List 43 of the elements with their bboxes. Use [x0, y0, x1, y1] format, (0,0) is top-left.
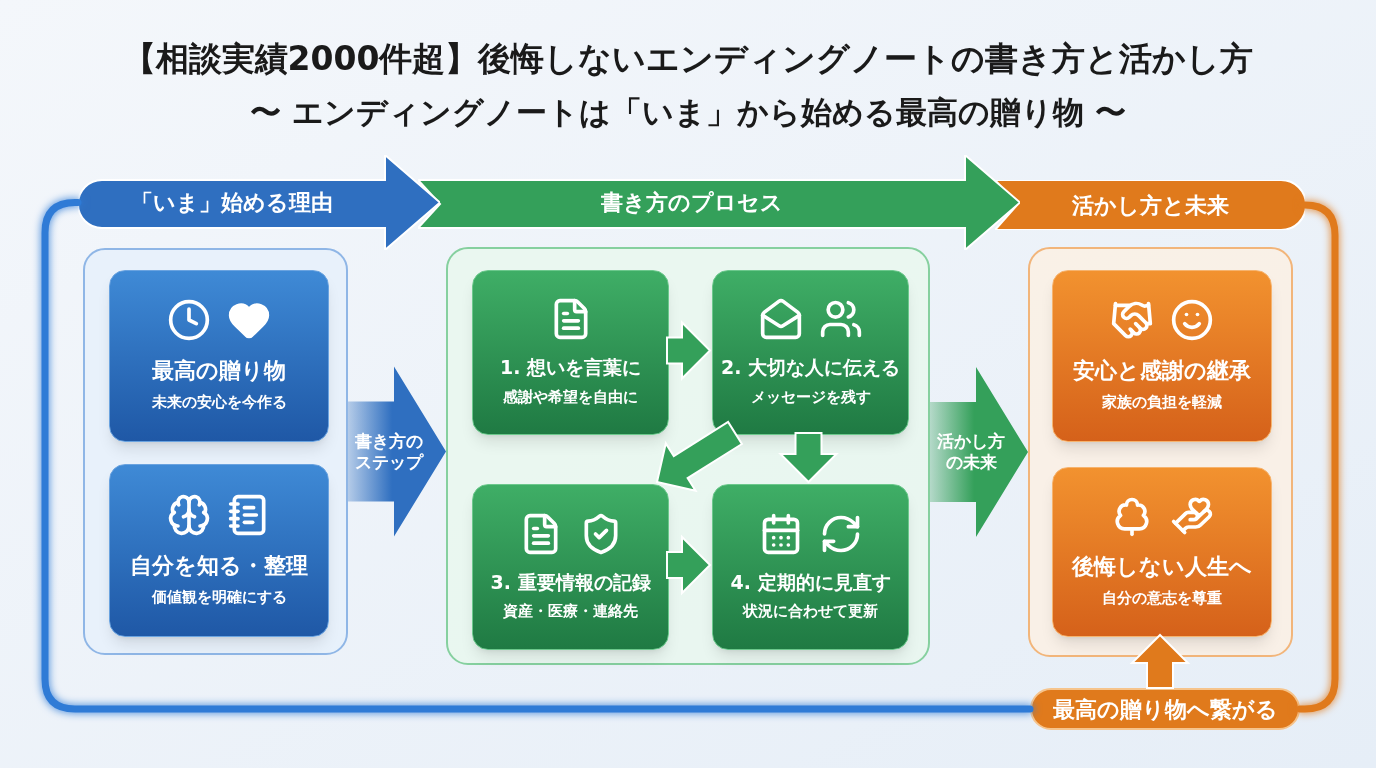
card-title: 2. 大切な人に伝える — [720, 355, 901, 380]
card-title: 1. 想いを言葉に — [499, 355, 642, 380]
arrow — [348, 366, 446, 537]
group-panel — [83, 248, 348, 655]
edge-label: 活かし方の未来 — [937, 430, 1005, 472]
card-title: 自分を知る・整理 — [130, 551, 308, 580]
card-subtitle: 感謝や希望を自由に — [503, 386, 638, 408]
group-panel — [446, 247, 930, 665]
arrow — [778, 432, 839, 484]
arrow — [666, 534, 712, 596]
card-title: 安心と感謝の継承 — [1073, 357, 1251, 386]
edge-label: 書き方のステップ — [355, 430, 423, 472]
subtitle: 〜 エンディングノートは「いま」から始める最高の贈り物 〜 — [250, 93, 1126, 132]
card-subtitle: 自分の意志を尊重 — [1102, 588, 1222, 610]
step-card — [1052, 467, 1272, 637]
arrow — [666, 320, 712, 381]
card-subtitle: メッセージを残す — [750, 386, 871, 408]
banner-title: 活かし方と未来 — [1071, 191, 1229, 220]
card-subtitle: 家族の負担を軽減 — [1102, 392, 1222, 414]
step-card — [472, 270, 669, 435]
card-subtitle: 未来の安心を今作る — [151, 392, 287, 414]
card-title: 4. 定期的に見直す — [730, 569, 891, 595]
card-subtitle: 状況に合わせて更新 — [743, 601, 878, 622]
group-panel — [1028, 247, 1293, 657]
step-card — [472, 484, 669, 650]
card-title: 3. 重要情報の記録 — [490, 569, 651, 595]
banner-title: 「いま」始める理由 — [130, 189, 333, 217]
step-card — [712, 484, 909, 650]
title: 【相談実績2000件超】後悔しないエンディングノートの書き方と活かし方 — [122, 38, 1254, 80]
banner-title: 書き方のプロセス — [600, 189, 783, 217]
arrow — [655, 420, 744, 493]
arrow — [930, 367, 1028, 537]
step-card — [109, 464, 329, 637]
card-title: 後悔しない人生へ — [1072, 553, 1252, 582]
step-card — [712, 270, 909, 435]
step-card — [109, 270, 329, 442]
card-title: 最高の贈り物 — [152, 357, 286, 386]
step-card — [1052, 270, 1272, 442]
banner-title: 最高の贈り物へ繋がる — [1052, 695, 1278, 724]
card-subtitle: 価値観を明確にする — [151, 586, 287, 608]
card-subtitle: 資産・医療・連絡先 — [503, 601, 638, 622]
arrow — [1129, 633, 1191, 689]
banner — [1030, 688, 1300, 730]
